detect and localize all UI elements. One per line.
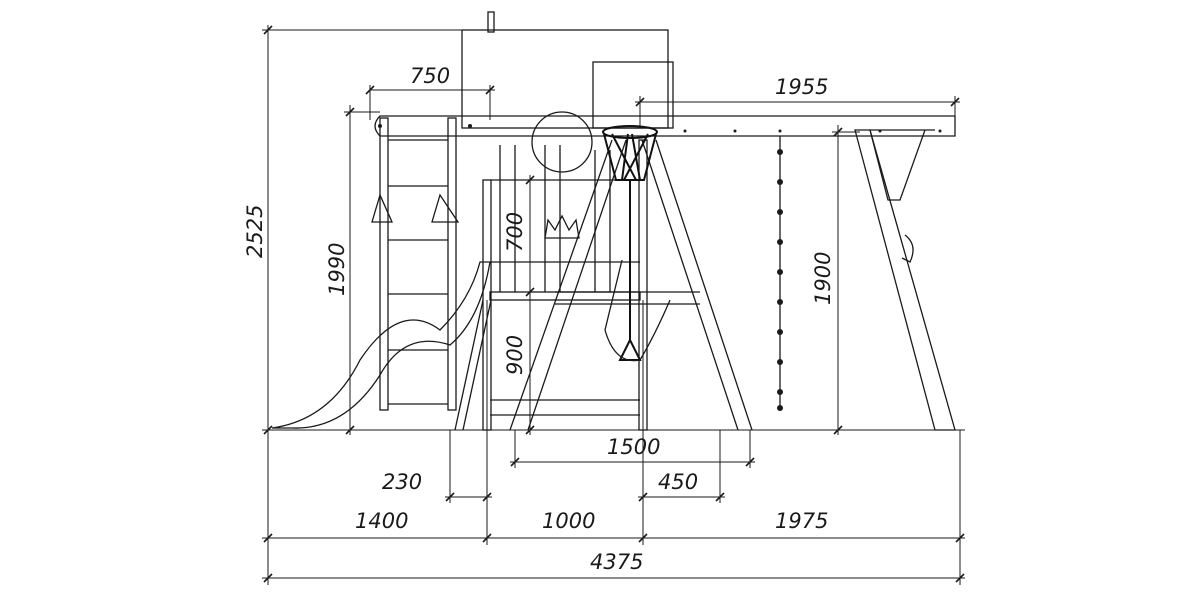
dim-overall-length: 4375 bbox=[590, 550, 643, 574]
dim-swing-frame-base: 1500 bbox=[607, 435, 660, 459]
dim-overall-height: 2525 bbox=[243, 205, 267, 258]
dim-tower-width: 1000 bbox=[542, 509, 595, 533]
dim-right-section: 1975 bbox=[775, 509, 828, 533]
dim-swing-beam-length: 1955 bbox=[775, 75, 828, 99]
dim-left-section: 1400 bbox=[355, 509, 408, 533]
dimension-lines bbox=[262, 25, 965, 585]
dim-slide-gap: 230 bbox=[382, 470, 422, 494]
dim-wall-height: 700 bbox=[503, 212, 527, 252]
dim-platform-height: 900 bbox=[503, 335, 527, 375]
dim-swing-beam-height: 1900 bbox=[811, 252, 835, 305]
playset-structure bbox=[271, 11, 956, 431]
dim-ladder-offset: 750 bbox=[410, 64, 450, 88]
dimension-labels: 2525 750 1955 1990 700 900 1900 1500 230… bbox=[243, 64, 835, 574]
dim-frame-offset: 450 bbox=[658, 470, 698, 494]
dim-ladder-height: 1990 bbox=[325, 243, 349, 296]
